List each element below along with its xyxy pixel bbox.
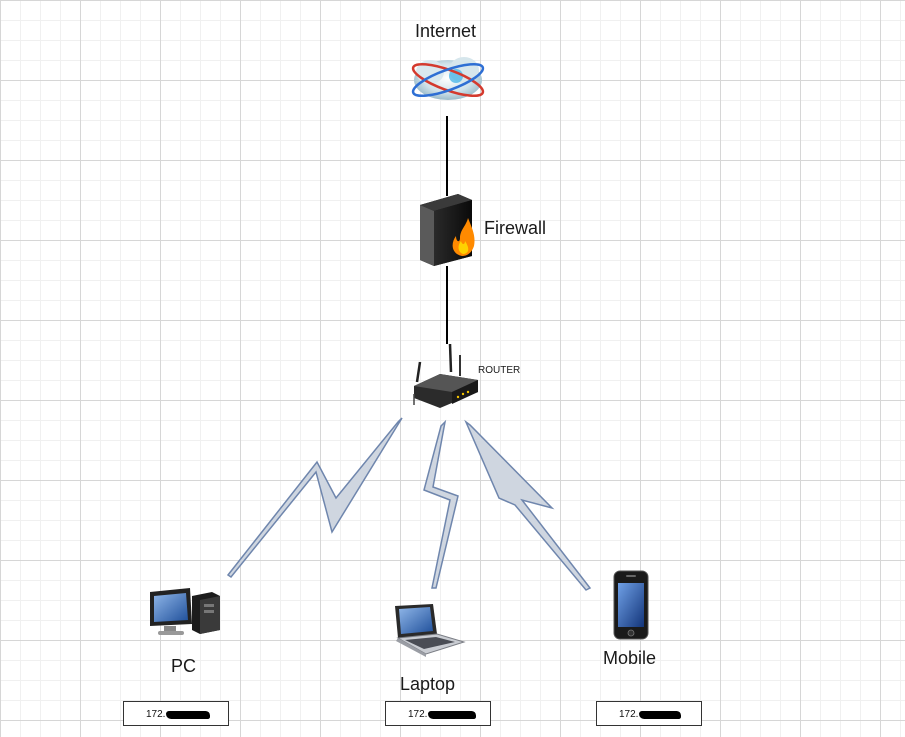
- wireless-link-mobile: [464, 419, 592, 591]
- router-label: ROUTER: [478, 365, 521, 376]
- wireless-link-laptop: [423, 419, 459, 589]
- pc-ip-box: 172.: [123, 701, 229, 726]
- firewall-label: Firewall: [484, 218, 547, 238]
- internet-label: Internet: [415, 21, 477, 41]
- redaction-mark: [428, 711, 476, 719]
- mobile-label: Mobile: [603, 648, 657, 668]
- mobile-ip-box: 172.: [596, 701, 702, 726]
- desktop-pc-icon: [150, 588, 220, 635]
- cloud-globe-icon: [411, 57, 485, 100]
- laptop-label: Laptop: [400, 674, 456, 694]
- wireless-link-pc: [226, 417, 403, 579]
- laptop-icon: [395, 604, 466, 657]
- mobile-ip-text: 172.: [619, 709, 639, 720]
- redaction-mark: [639, 711, 681, 719]
- laptop-ip-text: 172.: [408, 709, 428, 720]
- laptop-ip-box: 172.: [385, 701, 491, 726]
- mobile-phone-icon: [613, 570, 649, 640]
- redaction-mark: [166, 711, 210, 719]
- firewall-icon: [420, 194, 475, 266]
- pc-ip-text: 172.: [146, 709, 166, 720]
- pc-label: PC: [171, 656, 197, 676]
- router-icon: [413, 343, 478, 408]
